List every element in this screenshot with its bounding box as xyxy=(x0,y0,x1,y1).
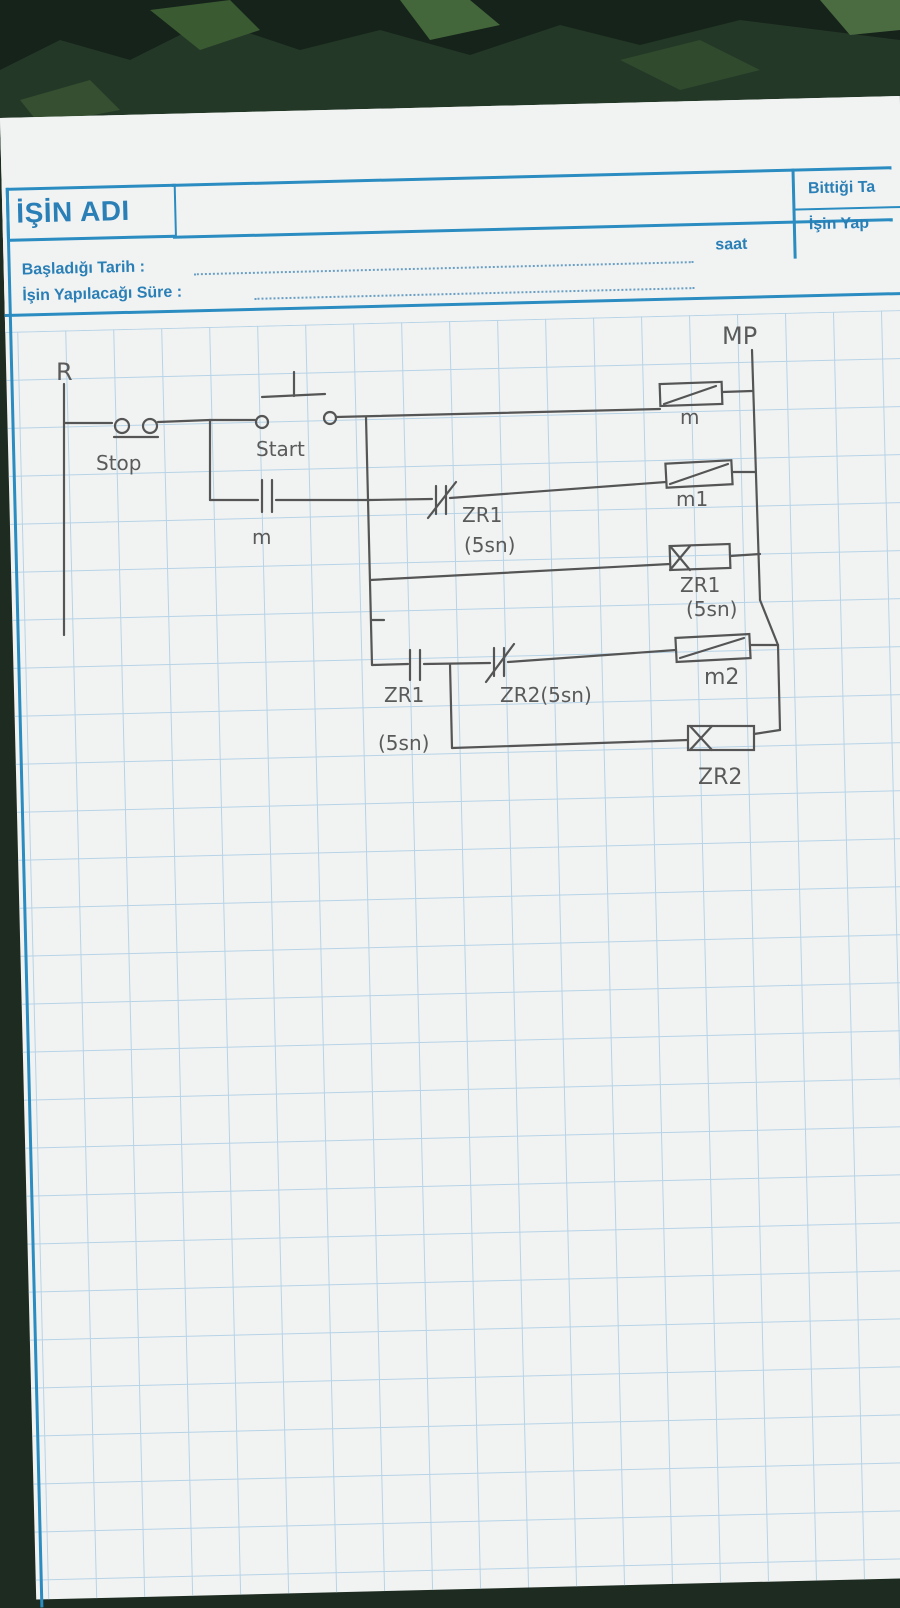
start-contact-left xyxy=(254,414,270,430)
label-zr1-nc-time: (5sn) xyxy=(464,533,515,557)
rung1-wire-d xyxy=(334,407,662,419)
coil-m-right-wire xyxy=(720,389,754,394)
label-zr1-no: ZR1 xyxy=(384,683,424,707)
rung4-wire-a xyxy=(370,662,410,667)
stop-contact-left xyxy=(113,417,131,435)
coil-zr2-right-wire xyxy=(752,728,782,736)
right-rail xyxy=(750,348,762,602)
zr2-nc-slash xyxy=(484,642,516,684)
rung3-wire xyxy=(368,562,672,582)
rung2-wire-b xyxy=(448,480,668,500)
label-stop: Stop xyxy=(96,451,141,475)
rung1-wire-b xyxy=(156,418,212,424)
coil-m2-slash xyxy=(678,636,746,660)
label-zr1-no-time: (5sn) xyxy=(378,731,429,755)
coil-zr2-cross-b xyxy=(688,724,714,752)
rung4-wire-b xyxy=(422,661,492,666)
rung4-wire-c xyxy=(506,648,678,664)
coil-zr1-cross-b xyxy=(668,544,692,572)
label-m-contact: m xyxy=(252,525,271,549)
rung2-wire-a xyxy=(368,497,434,502)
label-rail-left: R xyxy=(56,358,73,386)
label-zr2-nc: ZR2(5sn) xyxy=(500,683,592,707)
coil-m-slash xyxy=(662,384,718,406)
zr1-nc-slash xyxy=(426,480,458,520)
label-coil-m2: m2 xyxy=(704,665,739,690)
rung5-branch xyxy=(448,662,454,750)
coil-zr2 xyxy=(686,724,756,752)
coil-zr1-right-wire xyxy=(728,552,762,558)
stop-contact-right xyxy=(141,417,159,435)
right-rail-lower xyxy=(758,598,780,647)
label-coil-m1: m1 xyxy=(676,487,708,511)
right-rail-bottom xyxy=(776,643,782,732)
label-coil-zr2: ZR2 xyxy=(698,765,742,790)
label-zr1-nc: ZR1 xyxy=(462,503,502,527)
rung5-wire xyxy=(450,738,690,750)
label-start: Start xyxy=(256,437,305,461)
start-contact-right xyxy=(322,410,338,426)
inner-bus xyxy=(364,415,374,667)
label-rail-right: MP xyxy=(722,322,757,350)
label-coil-zr1: ZR1 xyxy=(680,573,720,597)
coil-m1-slash xyxy=(668,462,730,486)
label-coil-m: m xyxy=(680,405,699,429)
label-coil-zr1-time: (5sn) xyxy=(686,597,737,621)
